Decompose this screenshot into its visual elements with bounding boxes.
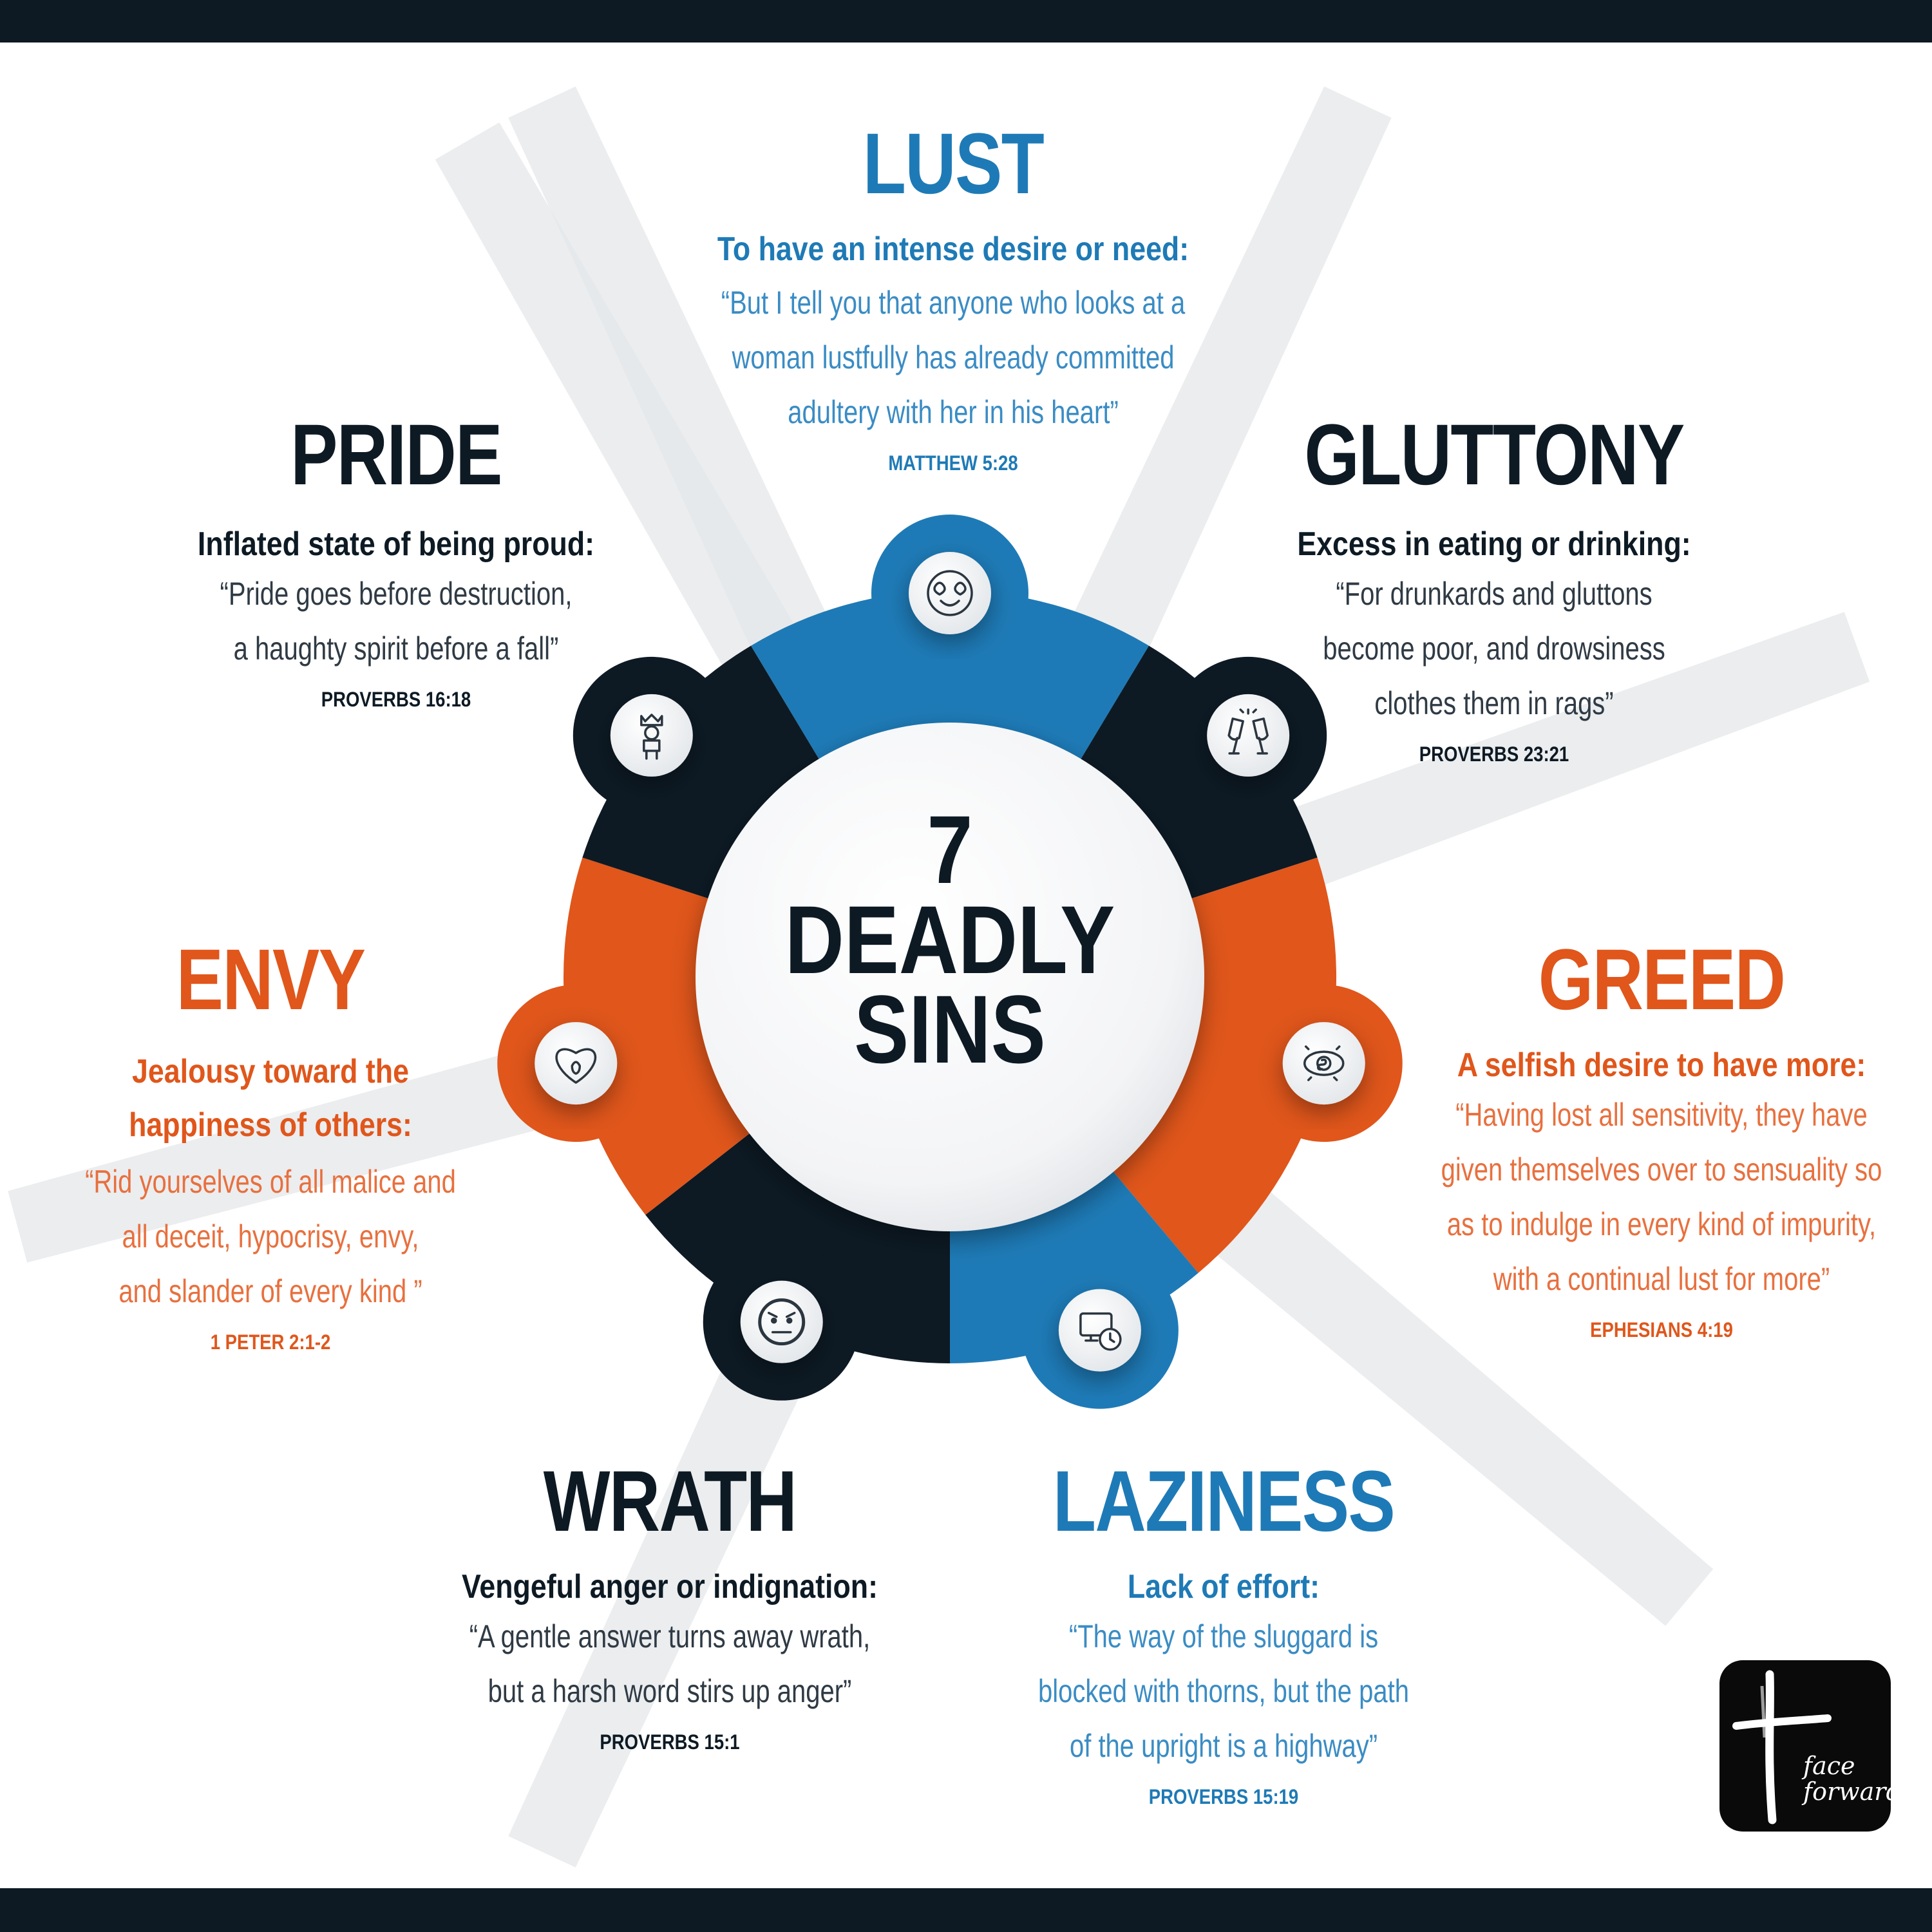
definition-line: Jealousy toward the: [132, 1053, 409, 1090]
sin-definition: Jealousy toward the happiness of others:: [60, 1045, 481, 1152]
sin-envy: ENVY Jealousy toward the happiness of ot…: [26, 937, 515, 1354]
sin-reference: 1 PETER 2:1-2: [210, 1331, 331, 1354]
sin-reference: PROVERBS 23:21: [1419, 743, 1569, 766]
quote-line: “Rid yourselves of all malice and: [85, 1164, 456, 1200]
quote-line: “But I tell you that anyone who looks at…: [721, 285, 1186, 321]
sin-title: WRATH: [543, 1454, 797, 1549]
sin-reference: MATTHEW 5:28: [888, 451, 1018, 475]
light-ray: [1127, 1116, 1714, 1626]
sin-title: LUST: [862, 116, 1045, 212]
sin-quote: “Rid yourselves of all malice and all de…: [75, 1155, 466, 1319]
light-ray: [1024, 86, 1392, 753]
quote-line: woman lustfully has already committed: [732, 339, 1175, 376]
center-disc: [696, 723, 1204, 1231]
quote-line: “A gentle answer turns away wrath,: [469, 1618, 871, 1655]
cross-icon: [1732, 1670, 1832, 1824]
logo-text: face forward: [1803, 1752, 1891, 1806]
sin-title: LAZINESS: [1052, 1454, 1396, 1549]
center-title: 7 DEADLY SINS: [759, 795, 1142, 1083]
quote-line: “The way of the sluggard is: [1068, 1618, 1379, 1655]
tv-clock-icon: [1058, 1289, 1141, 1372]
sin-definition: Lack of effort:: [1127, 1568, 1320, 1605]
quote-line: all deceit, hypocrisy, envy,: [122, 1218, 419, 1255]
sin-pride: PRIDE Inflated state of being proud: “Pr…: [148, 412, 644, 712]
quote-line: adultery with her in his heart”: [788, 394, 1119, 431]
quote-line: “For drunkards and gluttons: [1336, 576, 1653, 612]
sin-quote: “A gentle answer turns away wrath, but a…: [459, 1609, 881, 1719]
sin-title: GREED: [1538, 932, 1786, 1028]
quote-line: and slander of every kind ”: [118, 1273, 422, 1310]
quote-line: given themselves over to sensuality so: [1441, 1151, 1882, 1188]
sin-reference: PROVERBS 16:18: [321, 688, 471, 712]
quote-line: but a harsh word stirs up anger”: [488, 1673, 852, 1710]
quote-line: with a continual lust for more”: [1493, 1261, 1830, 1298]
sin-definition: Vengeful anger or indignation:: [462, 1568, 878, 1605]
sin-quote: “But I tell you that anyone who looks at…: [706, 276, 1200, 440]
wine-glasses-icon: [1207, 694, 1290, 777]
face-forward-logo: face forward: [1719, 1660, 1891, 1832]
quote-line: clothes them in rags”: [1374, 685, 1614, 722]
sin-quote: “For drunkards and gluttons become poor,…: [1267, 567, 1721, 731]
quote-line: blocked with thorns, but the path: [1038, 1673, 1409, 1710]
light-ray: [435, 122, 853, 767]
lust-icon: [909, 552, 991, 634]
bottom-bar: [0, 1888, 1932, 1932]
top-bar: [0, 0, 1932, 43]
definition-line: happiness of others:: [129, 1106, 412, 1144]
quote-line: as to indulge in every kind of impurity,: [1446, 1206, 1877, 1243]
quote-line: of the upright is a highway”: [1069, 1728, 1378, 1765]
sin-quote: “Pride goes before destruction, a haught…: [198, 567, 594, 676]
sin-title: PRIDE: [290, 407, 502, 503]
quote-line: “Having lost all sensitivity, they have: [1455, 1097, 1868, 1133]
angry-face-icon: [740, 1280, 823, 1363]
sin-laziness: LAZINESS Lack of effort: “The way of the…: [979, 1459, 1468, 1809]
sin-definition: Inflated state of being proud:: [197, 526, 595, 563]
quote-line: “Pride goes before destruction,: [220, 576, 573, 612]
sin-title: GLUTTONY: [1304, 407, 1685, 503]
sin-reference: EPHESIANS 4:19: [1590, 1318, 1733, 1342]
center-word-deadly: DEADLY: [784, 885, 1115, 994]
light-ray: [508, 86, 876, 753]
person-crown-icon: [610, 694, 693, 777]
light-ray: [1186, 612, 1870, 925]
sin-reference: PROVERBS 15:19: [1148, 1785, 1299, 1809]
sin-title: ENVY: [176, 932, 366, 1028]
logo-line: face: [1803, 1752, 1855, 1780]
sin-quote: “The way of the sluggard is blocked with…: [1028, 1609, 1419, 1774]
sin-quote: “Having lost all sensitivity, they have …: [1414, 1088, 1909, 1307]
heart-icon: [535, 1022, 618, 1105]
quote-line: become poor, and drowsiness: [1323, 630, 1665, 667]
sin-definition: A selfish desire to have more:: [1457, 1046, 1866, 1084]
sin-gluttony: GLUTTONY Excess in eating or drinking: “…: [1211, 412, 1777, 766]
sin-definition: Excess in eating or drinking:: [1297, 526, 1691, 563]
money-eye-icon: [1282, 1022, 1365, 1105]
center-word-sins: SINS: [854, 975, 1046, 1083]
center-number: 7: [927, 795, 973, 904]
sin-reference: PROVERBS 15:1: [600, 1730, 740, 1754]
sin-wrath: WRATH Vengeful anger or indignation: “A …: [406, 1459, 934, 1754]
sin-definition: To have an intense desire or need:: [717, 231, 1189, 268]
sin-lust: LUST To have an intense desire or need: …: [644, 121, 1262, 475]
quote-line: a haughty spirit before a fall”: [233, 630, 559, 667]
sin-greed: GREED A selfish desire to have more: “Ha…: [1352, 937, 1932, 1342]
logo-line: forward: [1803, 1777, 1891, 1806]
